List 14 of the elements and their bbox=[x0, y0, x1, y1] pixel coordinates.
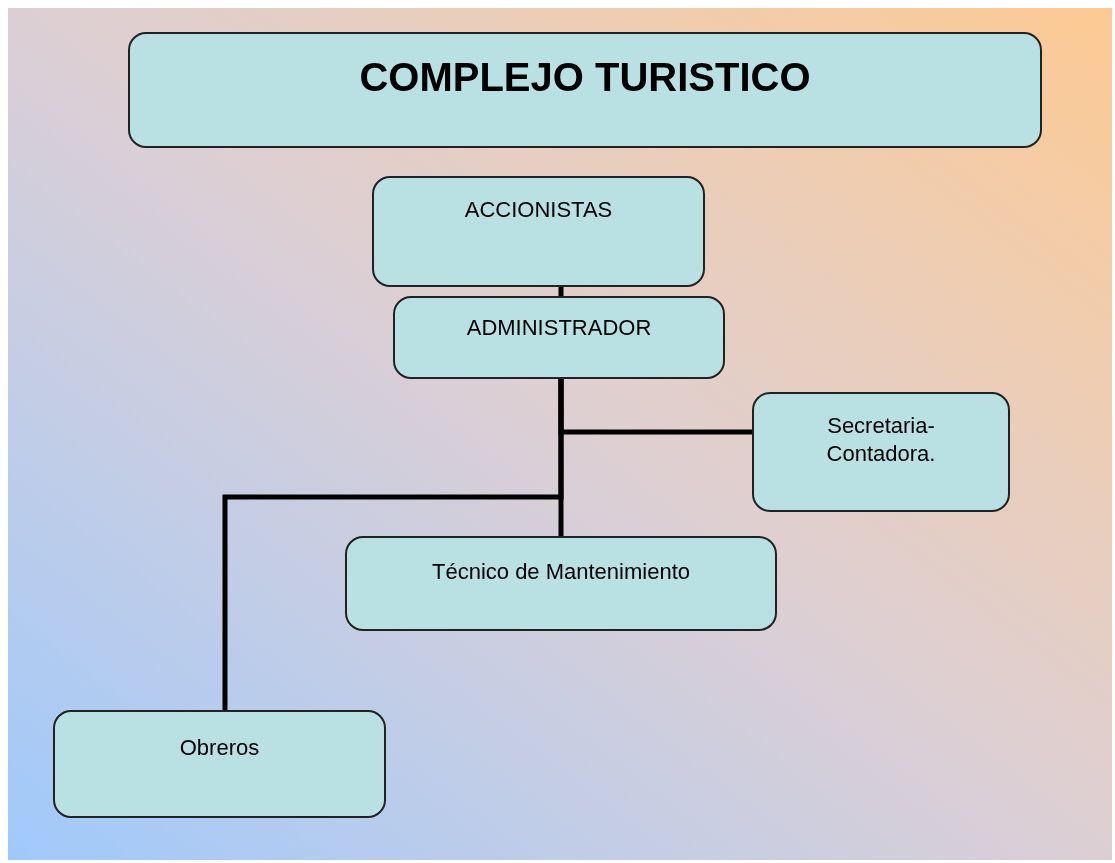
role-box bbox=[393, 296, 725, 379]
title-box bbox=[128, 32, 1042, 148]
role-box bbox=[345, 536, 777, 631]
role-label: Técnico de Mantenimiento bbox=[432, 558, 690, 586]
role-label: Secretaria- Contadora. bbox=[825, 412, 937, 467]
role-label: ACCIONISTAS bbox=[463, 196, 614, 224]
role-box bbox=[53, 710, 386, 818]
role-label: ADMINISTRADOR bbox=[466, 314, 652, 342]
connector-line bbox=[558, 287, 564, 296]
role-box bbox=[752, 392, 1010, 512]
role-box bbox=[372, 176, 705, 287]
title-text: COMPLEJO TURISTICO bbox=[359, 54, 811, 101]
connector-line bbox=[222, 379, 564, 710]
role-label: Obreros bbox=[179, 734, 260, 762]
